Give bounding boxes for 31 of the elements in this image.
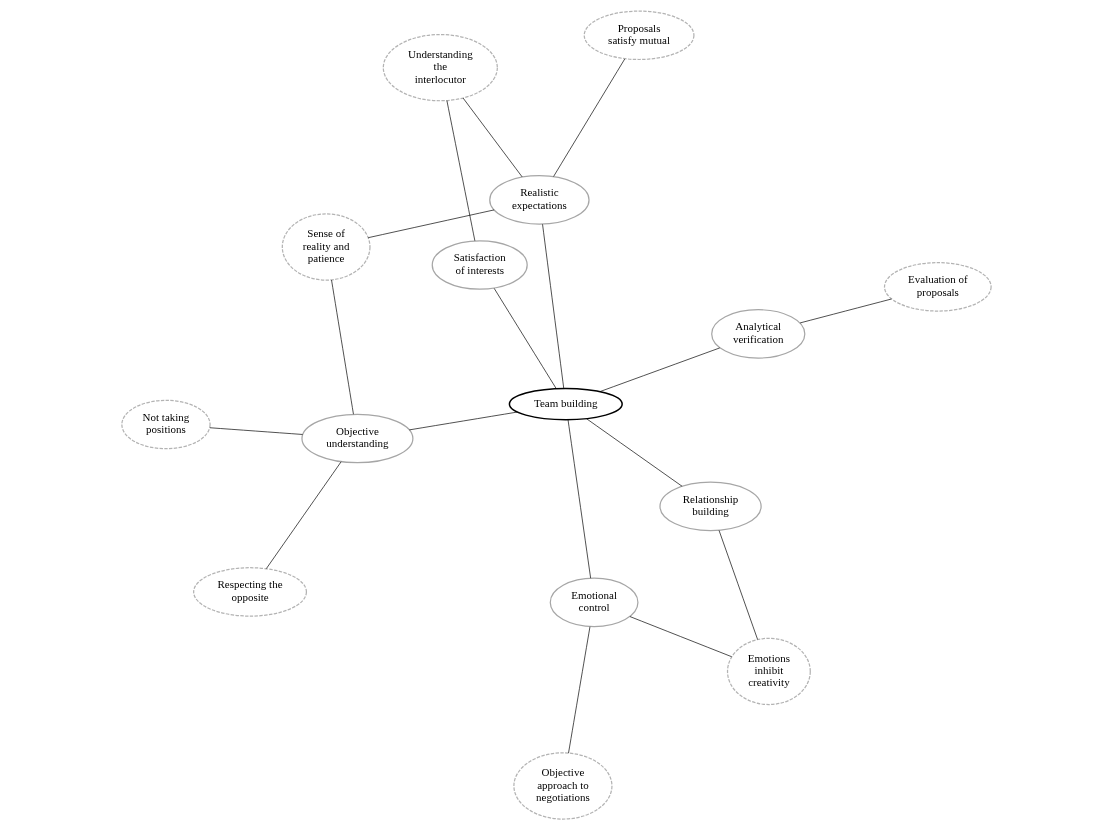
node-ellipse: Objective understanding bbox=[301, 413, 414, 464]
connector bbox=[567, 419, 591, 579]
connector bbox=[599, 347, 721, 392]
node-ellipse: Team building bbox=[508, 387, 623, 421]
node-ellipse: Realistic expectations bbox=[489, 175, 590, 225]
connector bbox=[542, 223, 565, 389]
connector bbox=[553, 58, 626, 177]
connector bbox=[409, 411, 518, 431]
node-ellipse: Understanding the interlocutor bbox=[382, 33, 498, 102]
connector bbox=[629, 616, 732, 658]
node-ellipse: Sense of reality and patience bbox=[281, 213, 371, 281]
connector bbox=[367, 209, 495, 239]
connector bbox=[331, 279, 354, 415]
connector bbox=[209, 427, 303, 435]
connector bbox=[586, 418, 683, 487]
node-ellipse: Objective approach to negotiations bbox=[513, 752, 613, 820]
node-ellipse: Emotions inhibit creativity bbox=[726, 637, 811, 706]
node-ellipse: Satisfaction of interests bbox=[431, 240, 528, 290]
connector bbox=[266, 461, 342, 569]
node-ellipse: Respecting the opposite bbox=[193, 567, 308, 617]
connector bbox=[568, 626, 591, 754]
node-ellipse: Emotional control bbox=[549, 577, 639, 628]
node-ellipse: Not taking positions bbox=[121, 399, 211, 450]
connector bbox=[493, 288, 557, 389]
node-ellipse: Relationship building bbox=[659, 481, 762, 532]
node-ellipse: Evaluation of proposals bbox=[883, 262, 992, 312]
node-ellipse: Analytical verification bbox=[711, 309, 806, 359]
connector bbox=[446, 100, 476, 242]
connector bbox=[718, 530, 758, 640]
node-ellipse: Proposals satisfy mutual bbox=[583, 10, 695, 61]
connector bbox=[799, 298, 892, 324]
